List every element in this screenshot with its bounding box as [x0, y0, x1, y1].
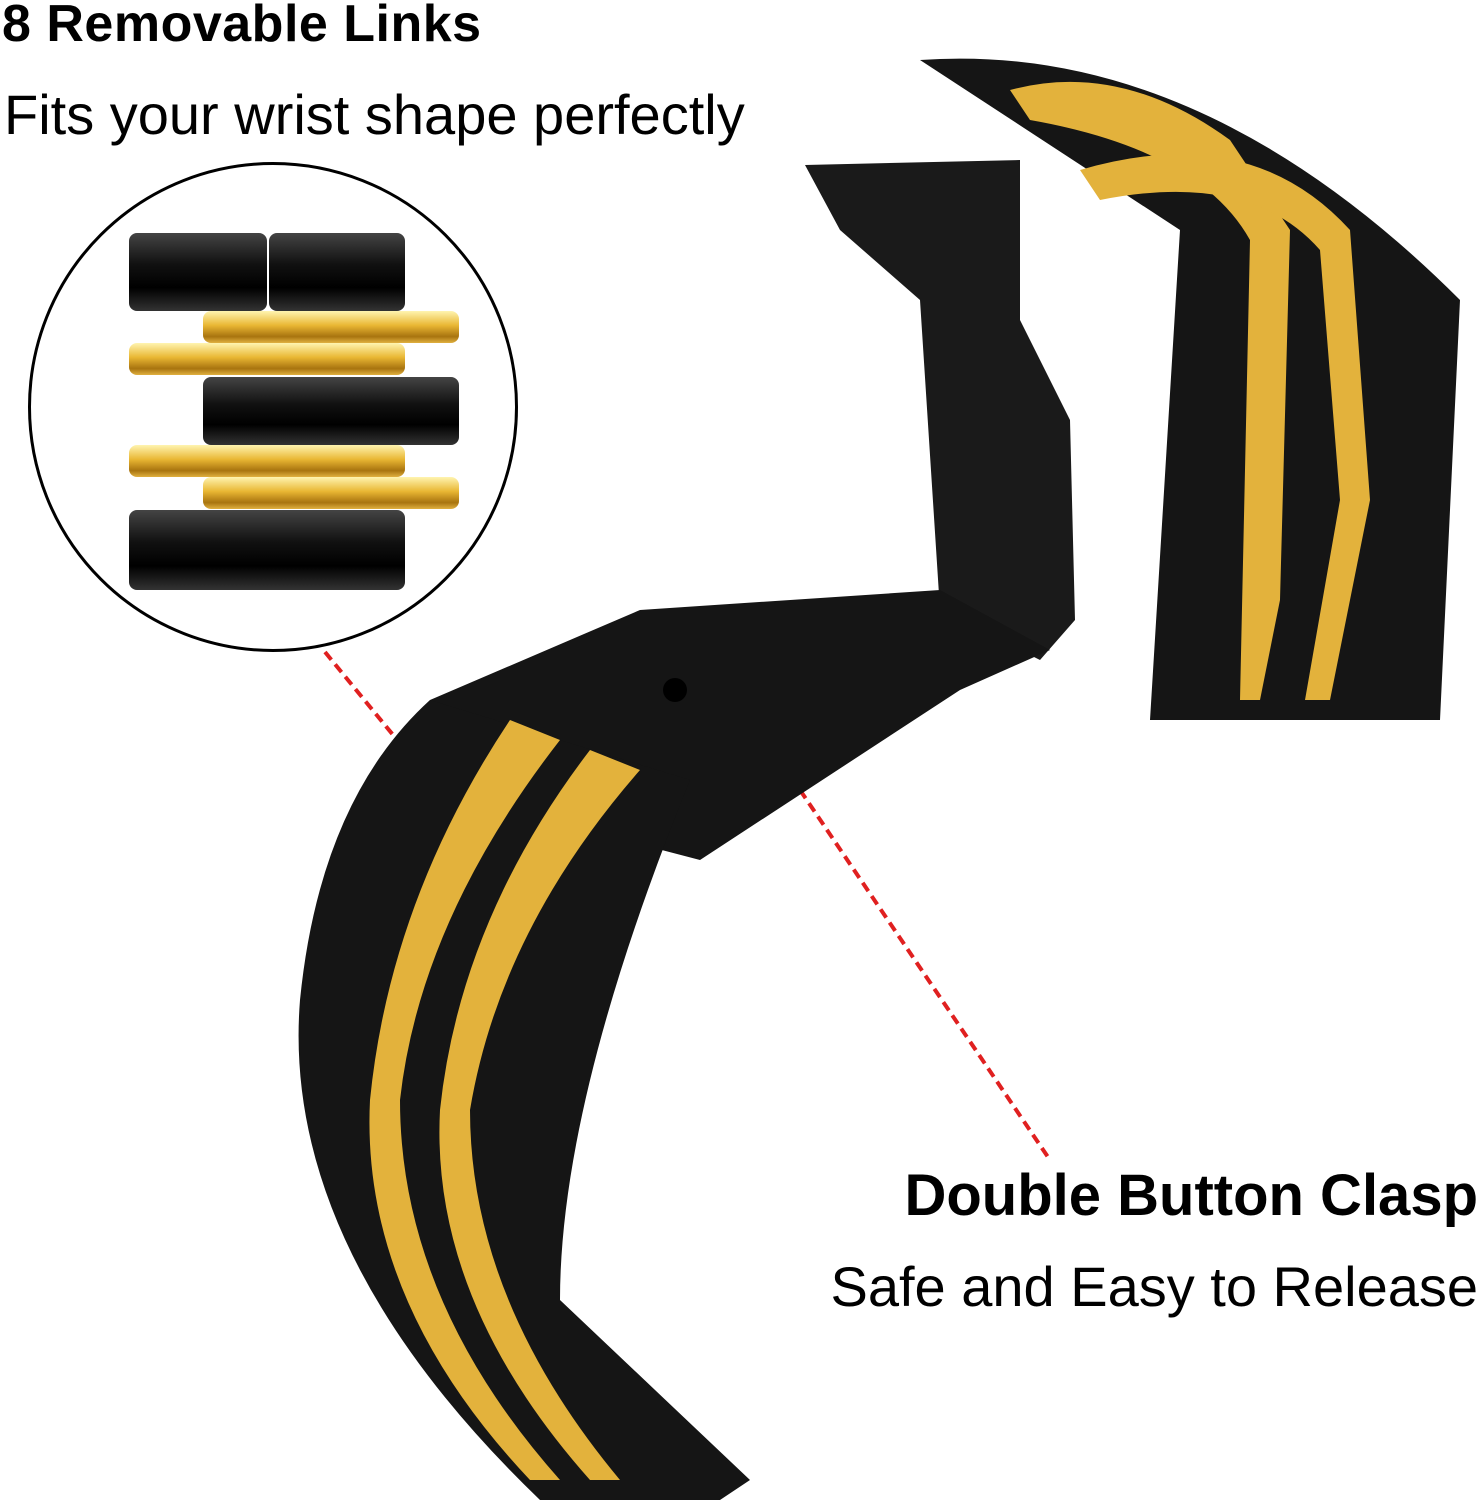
clasp-subtitle: Safe and Easy to Release [830, 1255, 1478, 1318]
gold-link [129, 445, 405, 477]
clasp-pointer-line [798, 788, 1052, 1162]
removable-links-heading: 8 Removable Links [2, 0, 482, 53]
gold-link [203, 311, 459, 343]
gold-link [129, 343, 405, 375]
black-link [129, 510, 405, 590]
clasp-heading: Double Button Clasp [904, 1163, 1478, 1228]
black-link [129, 233, 267, 311]
removable-links-subtitle: Fits your wrist shape perfectly [4, 83, 745, 146]
black-link [203, 377, 459, 445]
right-band-segment [920, 58, 1460, 721]
gold-link [203, 477, 459, 509]
link-detail-inset [28, 162, 518, 652]
clasp-upper-plate [805, 160, 1075, 660]
left-band-segment [298, 700, 750, 1500]
black-link [269, 233, 405, 311]
clasp-button [663, 678, 687, 702]
